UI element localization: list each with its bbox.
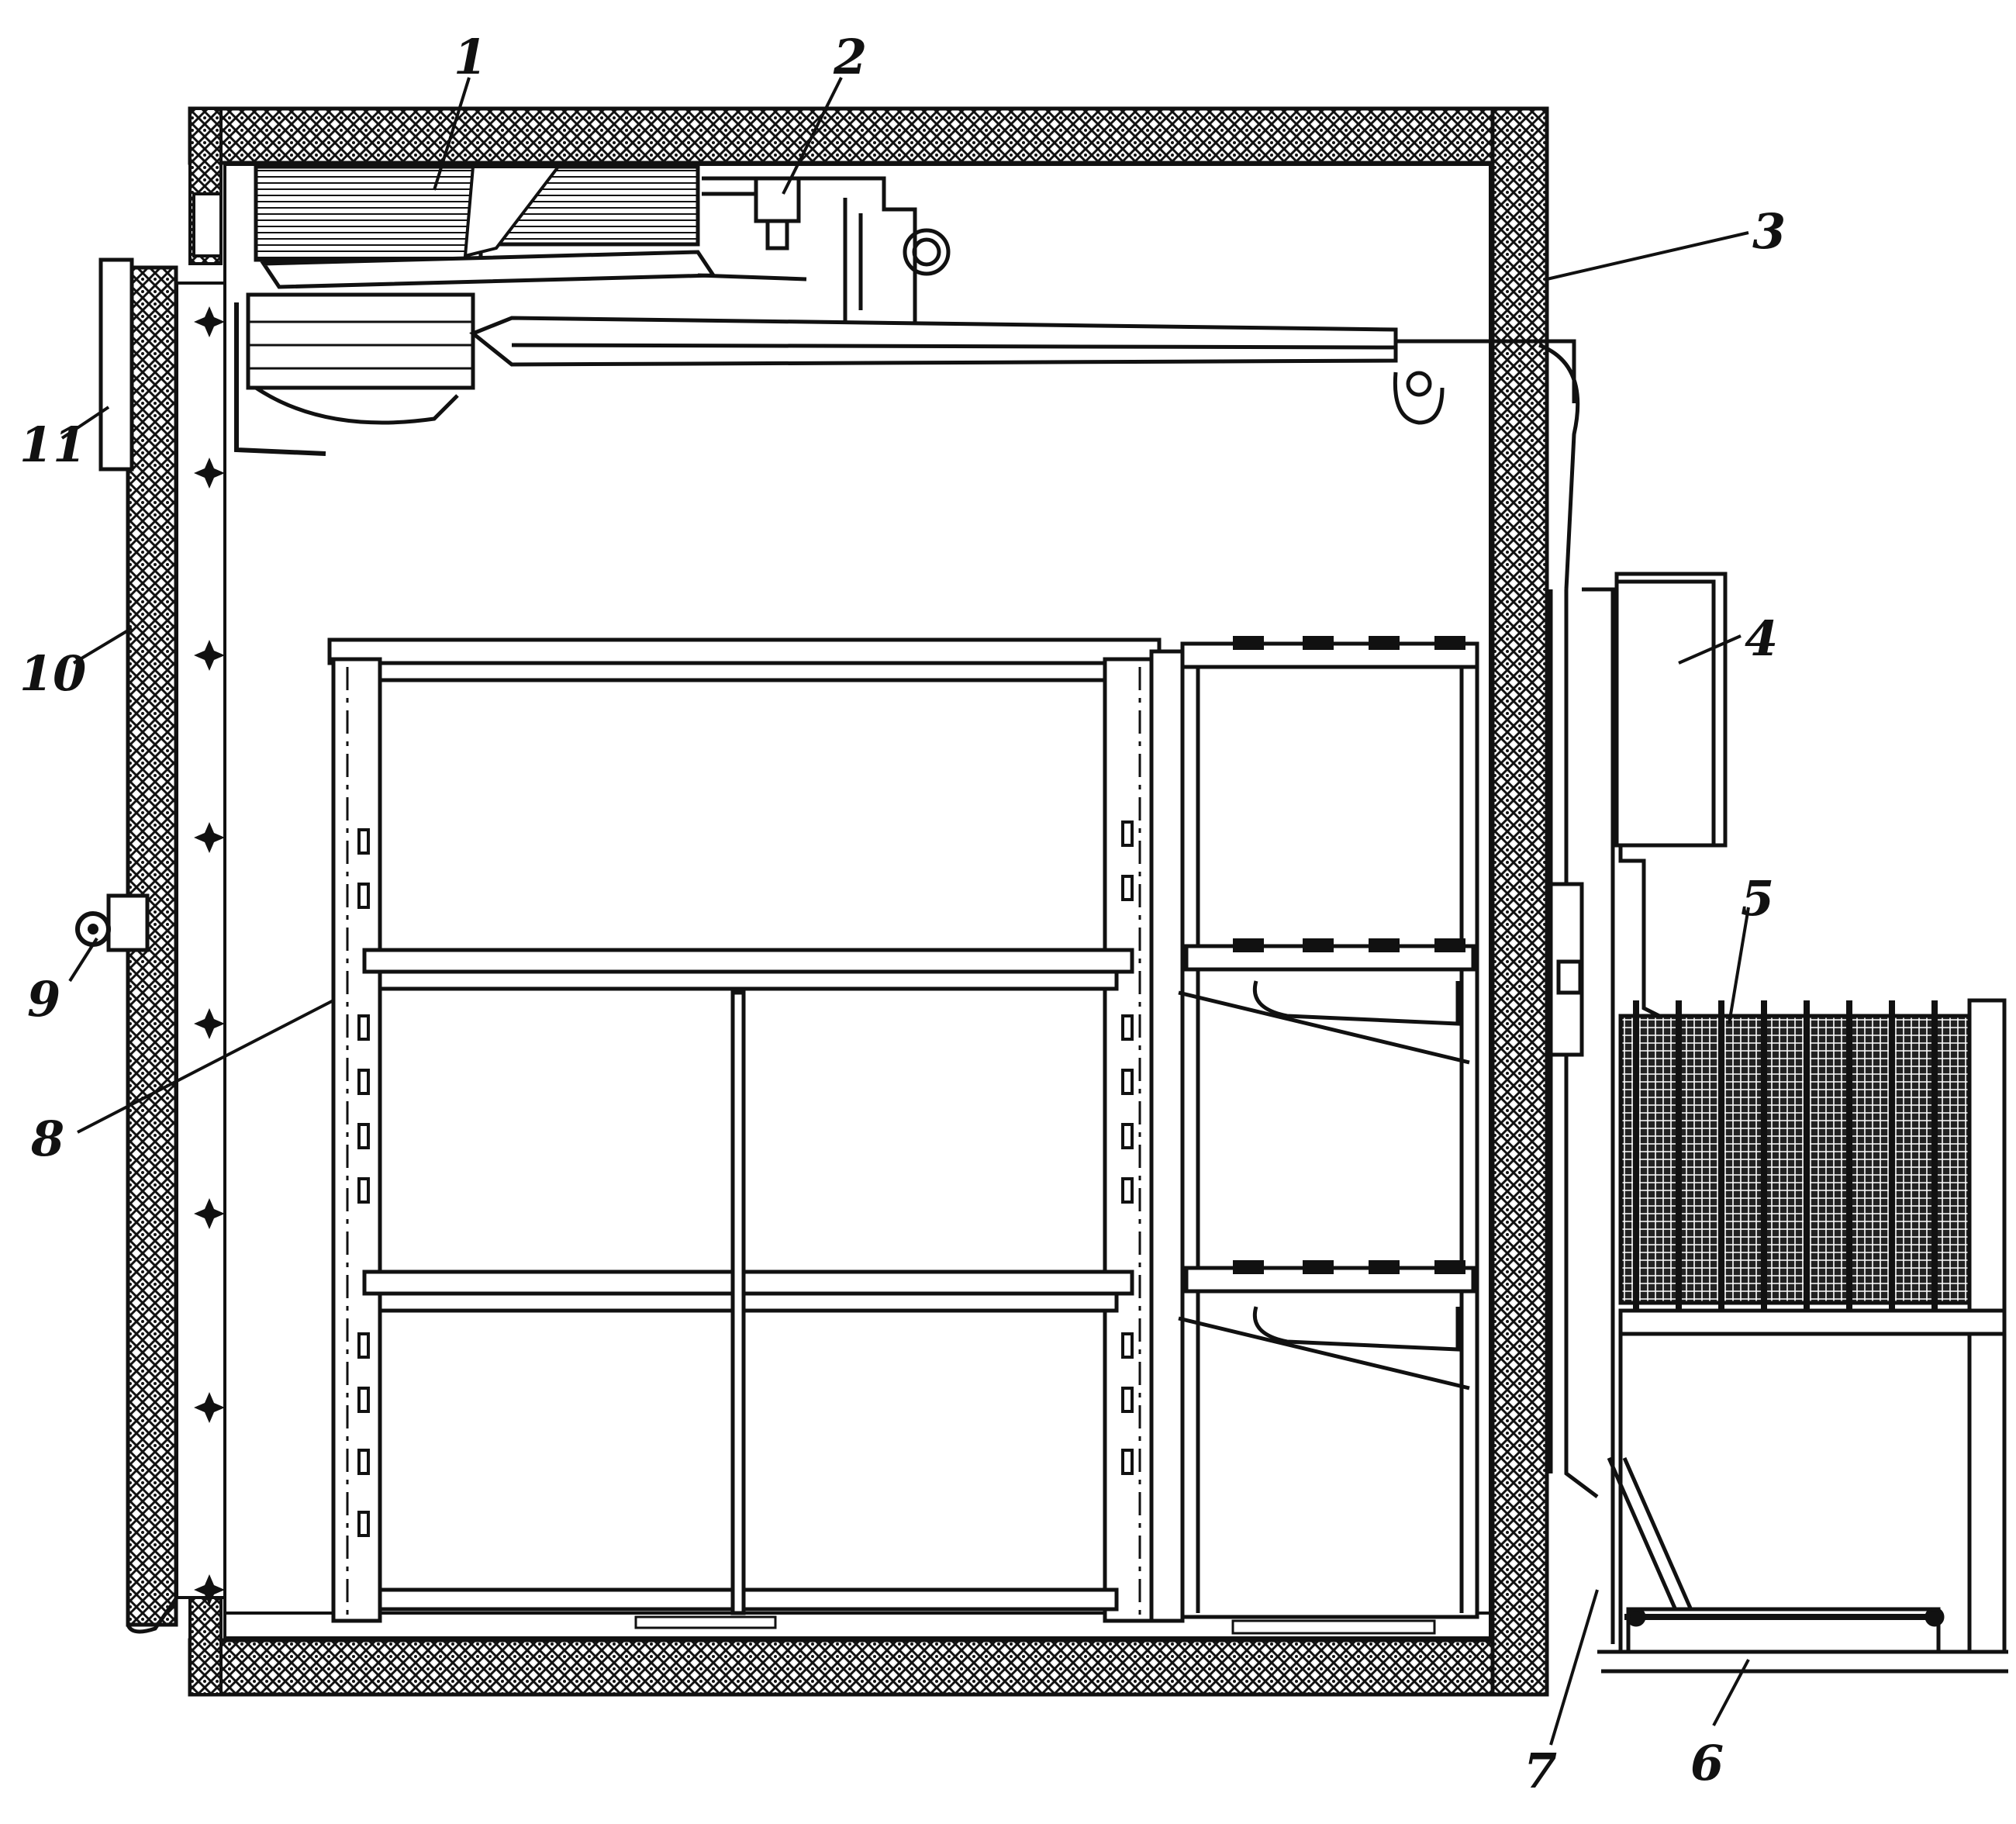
door-studs	[194, 306, 225, 1605]
shelf-bottom	[378, 1587, 1119, 1612]
floor-plate	[634, 1615, 777, 1629]
floor-plate-right	[1231, 1619, 1436, 1635]
external-units	[1548, 572, 2008, 1674]
callout-7: 7	[1524, 1743, 1557, 1799]
shelf-rack	[327, 637, 1185, 1623]
left-lower-wall	[188, 1596, 223, 1696]
condenser-coil	[1618, 1014, 1972, 1305]
leader-lines	[60, 77, 1750, 1746]
rack-top-rail-2	[354, 661, 1142, 682]
fan-housing	[246, 292, 475, 390]
callout-4: 4	[1745, 610, 1778, 667]
side-tray-compartment	[1178, 636, 1479, 1619]
callout-9: 9	[27, 971, 60, 1028]
bottom-wall	[188, 1638, 1549, 1697]
shelf-middle	[362, 1270, 1134, 1296]
condenser-tubes	[1633, 1000, 1938, 1311]
door	[75, 257, 226, 1634]
rack-post-left	[331, 657, 382, 1623]
rack-top-rail	[327, 637, 1162, 665]
callout-6: 6	[1690, 1735, 1724, 1791]
door-top-hinge	[98, 257, 134, 472]
rack-center-post	[730, 990, 746, 1615]
shelf-upper	[362, 948, 1134, 974]
expansion-valve-piping	[469, 176, 1580, 590]
callout-2: 2	[833, 29, 867, 85]
callout-10: 10	[19, 645, 86, 702]
callout-1: 1	[454, 29, 487, 85]
cabinet-insulated-walls	[188, 106, 1549, 1697]
callout-3: 3	[1752, 203, 1786, 260]
evaporator-unit	[192, 164, 807, 456]
callout-8: 8	[30, 1111, 64, 1167]
door-inner-panel	[175, 282, 226, 1599]
top-wall	[188, 106, 1549, 165]
evaporator-fins-left	[254, 164, 483, 262]
callout-labels: 1 2 3 4 5 6 7 8 9 10 11	[19, 29, 1786, 1799]
right-wall	[1490, 106, 1549, 1697]
callout-11: 11	[19, 416, 86, 473]
callout-5: 5	[1741, 870, 1774, 927]
rack-post-right-2	[1149, 649, 1185, 1623]
door-lock	[106, 893, 150, 952]
rack-slots	[357, 820, 1134, 1537]
